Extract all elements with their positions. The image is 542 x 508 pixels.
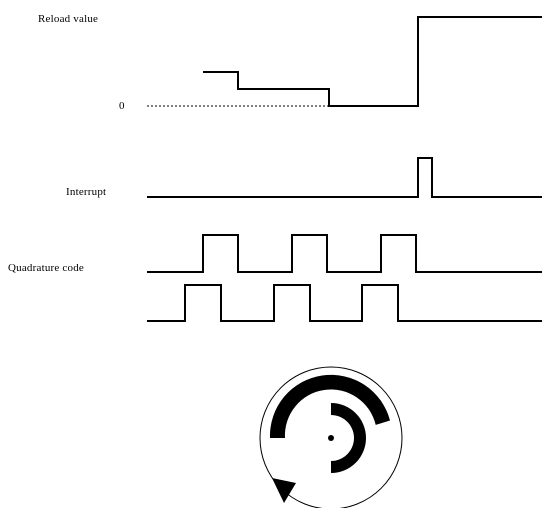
interrupt-waveform [147, 157, 542, 198]
rotary-encoder-disc-icon [259, 366, 403, 508]
quadrature-code-label: Quadrature code [8, 262, 84, 274]
reload-value-label: Reload value [38, 13, 99, 25]
rotation-arrow-icon [272, 478, 296, 503]
encoder-outer-circle [259, 366, 403, 508]
encoder-center-dot [328, 435, 334, 441]
quadrature-channel-b [147, 284, 542, 322]
encoder-inner-track [331, 403, 366, 473]
interrupt-label: Interrupt [66, 186, 107, 198]
quadrature-channel-a [147, 234, 542, 273]
encoder-outer-track [269, 374, 390, 438]
counter-waveform [203, 16, 542, 107]
zero-label: 0 [119, 100, 125, 112]
